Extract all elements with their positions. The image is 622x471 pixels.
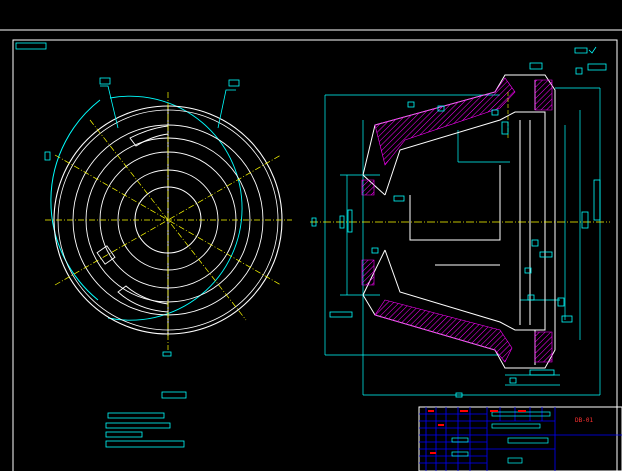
outer-dimension-arc-2: [107, 95, 243, 321]
roughness-symbol: [574, 46, 597, 54]
title-block-cells: [451, 411, 551, 464]
section-dimension-lines: [324, 87, 601, 396]
callout-leader-1: [100, 85, 119, 129]
title-block-grid: [419, 407, 622, 471]
callout-tag-1: [99, 77, 111, 85]
callout-leader-2: [217, 89, 236, 129]
hatch-top-wall: [374, 77, 516, 166]
plan-centerlines: [45, 92, 292, 350]
section-view: [310, 62, 610, 398]
frame-label-box: [15, 42, 47, 50]
outer-dimension-arc: [50, 99, 101, 301]
keyway-block: [96, 245, 116, 265]
drawing-frame: [12, 39, 618, 471]
title-block-border: [418, 406, 622, 471]
slot-top: [129, 125, 169, 147]
section-dim-tags: [311, 62, 607, 398]
view-label-box: [161, 391, 187, 399]
hatch-hub-bottom: [361, 259, 375, 286]
plan-view: [44, 77, 292, 399]
title-block: DB-01: [418, 406, 622, 471]
hatch-hub-top: [361, 179, 375, 196]
hatch-flange-bottom: [534, 331, 553, 363]
dim-marker-bottom: [162, 351, 172, 357]
drawing-code: DB-01: [575, 417, 593, 424]
dim-marker-left: [44, 151, 51, 161]
title-block-red-marks: [428, 410, 526, 454]
hatch-flange-top: [534, 79, 553, 111]
technical-notes: [105, 412, 185, 448]
hatch-bottom-wall: [374, 299, 513, 363]
callout-tag-2: [228, 79, 240, 87]
